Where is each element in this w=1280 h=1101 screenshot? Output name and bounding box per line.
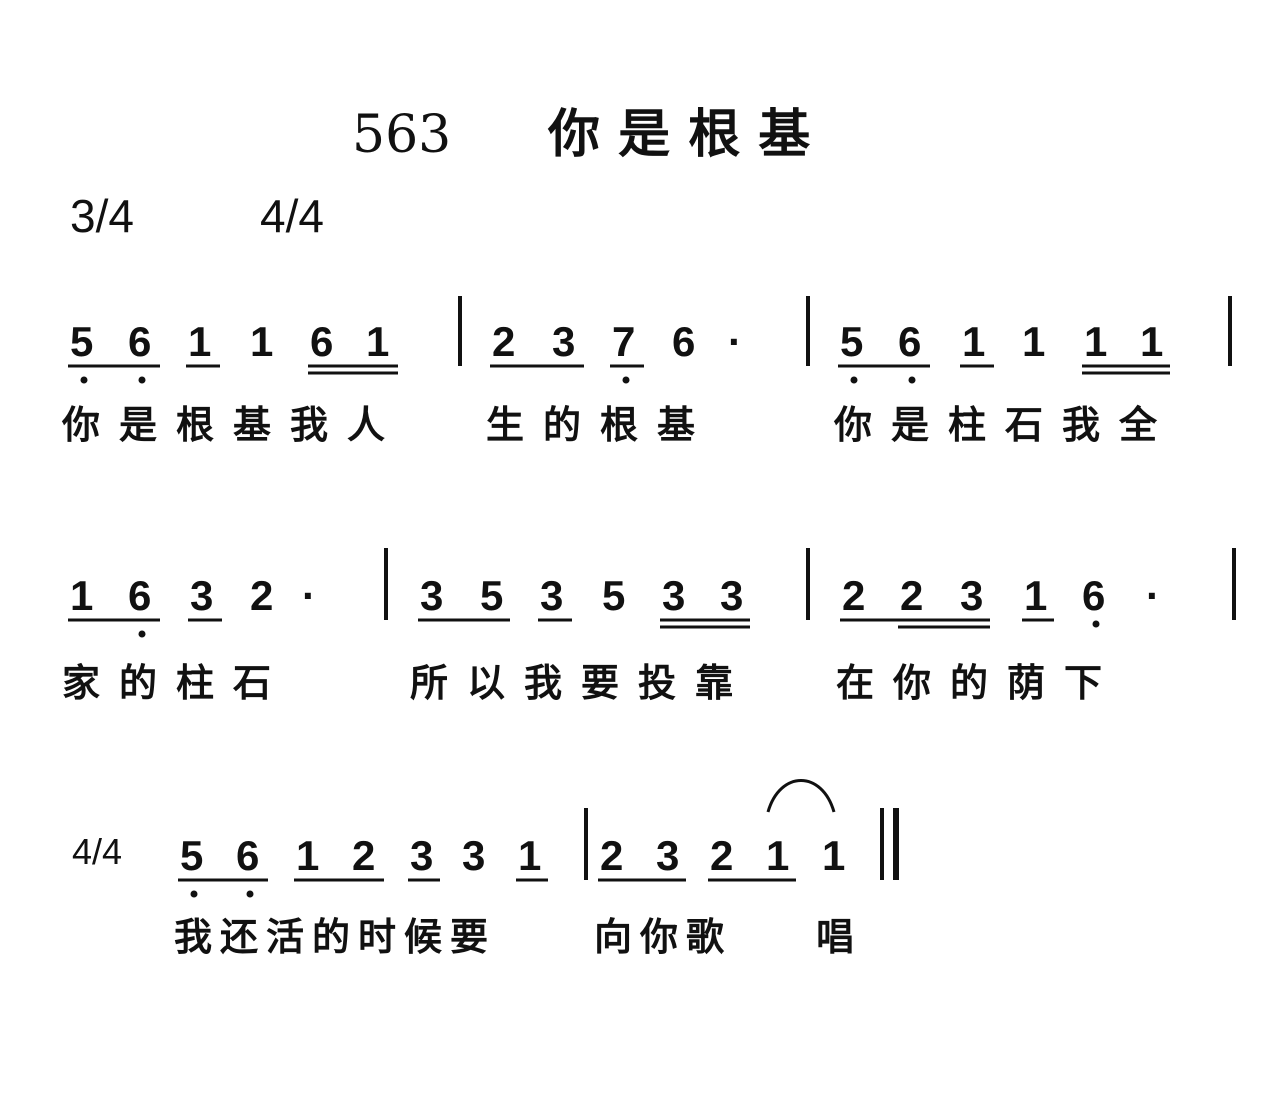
time-signature-3-4: 3/4	[70, 190, 134, 242]
line-3-lower-octave-dots	[190, 890, 254, 898]
note: 1	[1084, 318, 1107, 365]
time-signature-4-4: 4/4	[260, 190, 324, 242]
note: 3	[656, 832, 679, 879]
note: 1	[188, 318, 211, 365]
line-3-barlines	[584, 808, 899, 880]
note: 6	[898, 318, 921, 365]
note: 1	[366, 318, 389, 365]
note: 1	[962, 318, 985, 365]
note: 3	[960, 572, 983, 619]
note: 5	[840, 318, 863, 365]
line-2-lower-octave-dots	[138, 620, 1100, 638]
line-3-lyrics: 我还活的时候要 向你歌 唱	[174, 915, 854, 959]
time-signature-4-4-line-3: 4/4	[72, 831, 122, 872]
note: 3	[540, 572, 563, 619]
line-2-lyrics: 家的柱石 所以我要投靠 在你的荫下	[62, 661, 1121, 705]
note: 1	[518, 832, 541, 879]
lyric-phrase: 我还活的时候要	[174, 915, 496, 959]
note: 2	[900, 572, 923, 619]
note: 3	[552, 318, 575, 365]
note: 3	[662, 572, 685, 619]
note: 1	[766, 832, 789, 879]
note: 1	[70, 572, 93, 619]
tie-slur	[766, 779, 836, 813]
note: 3	[462, 832, 485, 879]
note: 2	[842, 572, 865, 619]
note: 5	[480, 572, 503, 619]
note: 6	[1082, 572, 1105, 619]
line-1-notes: 5 6 1 1 6 1 2 3 7 6 · 5 6 1 1 1 1	[70, 318, 1163, 365]
note: 1	[250, 318, 273, 365]
note: 1	[1024, 572, 1047, 619]
hymn-title: 你 是 根 基	[547, 105, 810, 165]
note: 5	[180, 832, 203, 879]
note: 3	[190, 572, 213, 619]
note: 1	[1140, 318, 1163, 365]
lyric-phrase: 你是根基我人	[61, 403, 404, 447]
lyric-phrase: 你是柱石我全	[833, 403, 1176, 447]
lyric-phrase: 所以我要投靠	[410, 661, 752, 705]
note: 6	[672, 318, 695, 365]
extension-dot: ·	[302, 572, 316, 619]
note: 6	[236, 832, 259, 879]
note: 2	[250, 572, 273, 619]
note: 3	[410, 832, 433, 879]
lyric-phrase: 在你的荫下	[836, 661, 1121, 705]
note: 6	[310, 318, 333, 365]
note: 6	[128, 572, 151, 619]
note: 6	[128, 318, 151, 365]
line-1-underlines	[68, 364, 1170, 375]
note: 2	[710, 832, 733, 879]
note: 2	[352, 832, 375, 879]
note: 1	[296, 832, 319, 879]
note: 5	[70, 318, 93, 365]
note: 7	[612, 318, 635, 365]
note: 3	[720, 572, 743, 619]
line-1-lyrics: 你是根基我人 生的根基 你是柱石我全	[61, 403, 1176, 447]
note: 1	[822, 832, 845, 879]
extension-dot: ·	[1146, 572, 1160, 619]
note: 5	[602, 572, 625, 619]
lyric-phrase: 家的柱石	[62, 661, 290, 705]
extension-dot: ·	[728, 318, 742, 365]
line-2-underlines	[68, 618, 1054, 629]
line-1-barlines	[458, 296, 1232, 366]
line-2-notes: 1 6 3 2 · 3 5 3 5 3 3 2 2 3 1 6 ·	[70, 572, 1160, 619]
note: 3	[420, 572, 443, 619]
note: 2	[600, 832, 623, 879]
note: 1	[1022, 318, 1045, 365]
note: 2	[492, 318, 515, 365]
line-2-barlines	[384, 548, 1236, 620]
lyric-phrase: 向你歌	[594, 915, 732, 959]
lyric-word: 唱	[816, 915, 854, 959]
hymn-number: 563	[352, 105, 451, 165]
lyric-phrase: 生的根基	[486, 403, 714, 447]
line-1-lower-octave-dots	[80, 376, 916, 384]
line-3-notes: 5 6 1 2 3 3 1 2 3 2 1 1	[180, 832, 845, 879]
